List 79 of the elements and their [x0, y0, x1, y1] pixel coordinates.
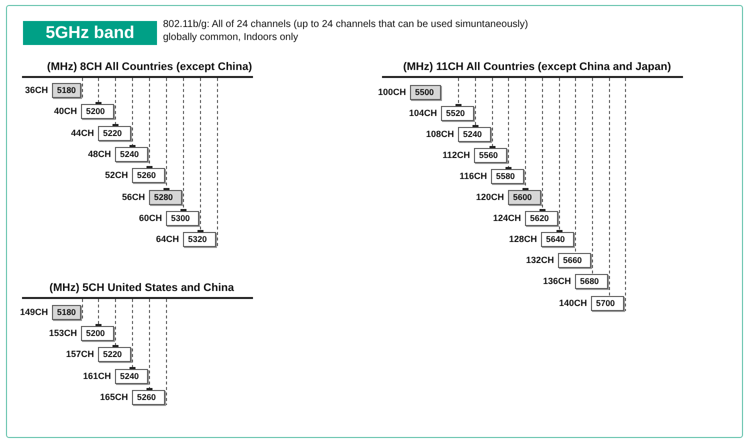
group-heading: (MHz) 5CH United States and China — [22, 282, 253, 299]
channel-label: 112CH — [442, 150, 470, 161]
frequency-box: 5260 — [132, 168, 165, 183]
dashed-connector — [456, 78, 462, 106]
channel-label: 149CH — [20, 307, 48, 318]
group-heading: (MHz) 8CH All Countries (except China) — [22, 61, 253, 78]
frequency-box: 5620 — [525, 211, 558, 226]
channel-label: 140CH — [558, 298, 587, 309]
dashed-connector — [575, 78, 576, 254]
channel-label: 104CH — [408, 108, 437, 119]
channel-label: 60CH — [138, 213, 162, 224]
channel-label: 153CH — [48, 328, 77, 339]
dashed-connector — [130, 298, 136, 370]
dashed-connector — [522, 78, 528, 190]
frequency-box: 5500 — [410, 85, 441, 100]
frequency-box: 5180 — [52, 305, 81, 320]
dashed-connector — [164, 78, 170, 190]
channel-label: 56CH — [122, 192, 145, 203]
channel-label: 100CH — [378, 87, 406, 98]
dashed-connector — [609, 78, 610, 296]
frequency-box: 5640 — [541, 232, 574, 247]
dashed-connector — [130, 78, 136, 148]
frequency-box: 5580 — [491, 169, 524, 184]
group-heading: (MHz) 11CH All Countries (except China and Japan) — [382, 61, 683, 78]
dashed-connector — [625, 78, 626, 312]
dashed-connector — [96, 298, 102, 326]
frequency-box: 5240 — [458, 127, 491, 142]
channel-label: 128CH — [508, 234, 537, 245]
frequency-box: 5600 — [508, 190, 541, 205]
channel-label: 40CH — [54, 106, 77, 117]
channel-label: 120CH — [476, 192, 504, 203]
frequency-box: 5240 — [115, 369, 148, 384]
frequency-box: 5300 — [166, 211, 199, 226]
dashed-connector — [112, 298, 118, 348]
band-heading: 5GHz band — [23, 21, 157, 45]
dashed-connector — [82, 78, 83, 98]
frequency-box: 5200 — [81, 326, 114, 341]
channel-label: 124CH — [492, 213, 521, 224]
frequency-box: 5680 — [575, 274, 608, 289]
channel-label: 108CH — [426, 129, 454, 140]
channel-label: 116CH — [459, 171, 487, 182]
dashed-connector — [96, 78, 102, 104]
frequency-box: 5320 — [183, 232, 216, 247]
frequency-box: 5260 — [132, 390, 165, 405]
frequency-box: 5560 — [474, 148, 507, 163]
dashed-connector — [166, 298, 167, 406]
dashed-connector — [180, 78, 186, 212]
dashed-connector — [556, 78, 562, 232]
dashed-connector — [472, 78, 478, 128]
frequency-box: 5240 — [115, 147, 148, 162]
dashed-connector — [490, 78, 496, 148]
frequency-box: 5180 — [52, 83, 81, 98]
dashed-connector — [217, 78, 218, 248]
channel-label: 36CH — [24, 85, 48, 96]
frequency-box: 5280 — [149, 190, 182, 205]
description-text: 802.11b/g: All of 24 channels (up to 24 channels that can be used simuntaneously) globally common, Indoors only — [163, 19, 530, 44]
channel-label: 165CH — [100, 392, 128, 403]
dashed-connector — [112, 78, 118, 126]
channel-label: 157CH — [66, 349, 94, 360]
channel-label: 161CH — [82, 371, 111, 382]
dashed-connector — [146, 298, 152, 390]
dashed-connector — [82, 298, 83, 320]
channel-label: 132CH — [526, 255, 554, 266]
dashed-connector — [540, 78, 546, 212]
channel-label: 48CH — [88, 149, 111, 160]
channel-label: 136CH — [542, 276, 571, 287]
frequency-box: 5660 — [558, 253, 591, 268]
dashed-connector — [506, 78, 512, 170]
channel-label: 52CH — [104, 170, 128, 181]
dashed-connector — [146, 78, 152, 168]
dashed-connector — [198, 78, 204, 232]
frequency-box: 5700 — [591, 296, 624, 311]
dashed-connector — [592, 78, 593, 274]
channel-label: 44CH — [70, 128, 94, 139]
channel-label: 64CH — [156, 234, 179, 245]
frequency-box: 5220 — [98, 347, 131, 362]
frequency-box: 5220 — [98, 126, 131, 141]
frequency-box: 5520 — [441, 106, 474, 121]
frequency-box: 5200 — [81, 104, 114, 119]
